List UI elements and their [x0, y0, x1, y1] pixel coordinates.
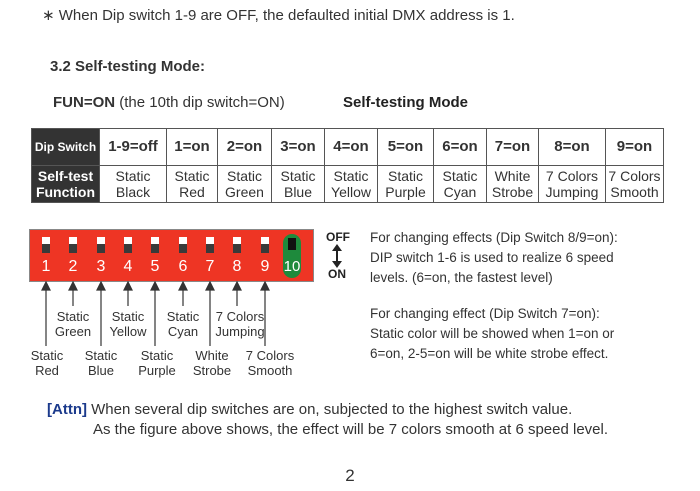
table-cell-switch: 9=on: [605, 128, 664, 166]
attn-tag: [Attn]: [47, 401, 87, 418]
dip-switch-7: [206, 237, 214, 253]
on-label: ON: [328, 267, 346, 281]
page-number: 2: [345, 466, 355, 485]
dip-switch-6: [179, 237, 187, 253]
switch-number: 3: [96, 258, 106, 275]
fun-paren: (the 10th dip switch=ON): [115, 94, 285, 111]
attn-line2: As the figure above shows, the effect wi…: [93, 421, 609, 438]
table-cell-switch: 7=on: [486, 128, 539, 166]
switch-number: 9: [260, 258, 270, 275]
attention-note: [Attn] When several dip switches are on,…: [47, 400, 608, 440]
switch-number: 7: [205, 258, 215, 275]
strobe-description: For changing effect (Dip Switch 7=on): S…: [370, 304, 614, 364]
table-cell-switch: 2=on: [217, 128, 272, 166]
attn-line1: When several dip switches are on, subjec…: [86, 401, 573, 418]
table-row-switch: Dip Switch 1-9=off 1=on 2=on 3=on 4=on 5…: [31, 128, 664, 166]
para-line: For changing effects (Dip Switch 8/9=on)…: [370, 230, 618, 245]
switch-number: 2: [68, 258, 78, 275]
switch-number: 5: [150, 258, 160, 275]
table-header-dip-switch: Dip Switch: [31, 128, 100, 166]
para-line: levels. (6=on, the fastest level): [370, 270, 553, 285]
dip-switch-9: [261, 237, 269, 253]
section-title: 3.2 Self-testing Mode:: [50, 58, 206, 75]
dip-switch-1: [42, 237, 50, 253]
up-down-arrow-icon: [332, 244, 342, 268]
dmx-default-note: ∗ When Dip switch 1-9 are OFF, the defau…: [42, 7, 515, 24]
off-label: OFF: [326, 230, 350, 244]
switch-number: 4: [123, 258, 133, 275]
fun-line: FUN=ON (the 10th dip switch=ON): [53, 94, 285, 111]
fun-label: FUN=ON: [53, 94, 116, 111]
para-line: DIP switch 1-6 is used to realize 6 spee…: [370, 250, 614, 265]
speed-description: For changing effects (Dip Switch 8/9=on)…: [370, 228, 618, 288]
switch-number: 8: [232, 258, 242, 275]
table-cell-switch: 5=on: [377, 128, 434, 166]
dip-switch-4: [124, 237, 132, 253]
dip-switch-8: [233, 237, 241, 253]
switch-number: 1: [41, 258, 51, 275]
dip-switch-5: [151, 237, 159, 253]
para-line: 6=on, 2-5=on will be white strobe effect…: [370, 346, 609, 361]
callout-arrows: [41, 280, 270, 346]
row-label-line1: Self-test: [37, 168, 94, 184]
table-cell-switch: 8=on: [538, 128, 606, 166]
table-cell-switch: 6=on: [433, 128, 487, 166]
table-cell-switch: 3=on: [271, 128, 325, 166]
switch-number: 6: [178, 258, 188, 275]
para-line: Static color will be showed when 1=on or: [370, 326, 615, 341]
switch-number: 10: [283, 258, 301, 275]
dip-switch-10-on: [283, 234, 301, 278]
table-cell-switch: 1=on: [166, 128, 218, 166]
para-line: For changing effect (Dip Switch 7=on):: [370, 306, 600, 321]
dip-switch-3: [97, 237, 105, 253]
row-label-line2: Function: [35, 184, 96, 200]
dip-switch-table: Dip Switch 1-9=off 1=on 2=on 3=on 4=on 5…: [31, 128, 664, 203]
dip-switch-2: [69, 237, 77, 253]
self-testing-title: Self-testing Mode: [343, 94, 469, 111]
table-cell-switch: 4=on: [324, 128, 378, 166]
table-cell-switch: 1-9=off: [99, 128, 167, 166]
